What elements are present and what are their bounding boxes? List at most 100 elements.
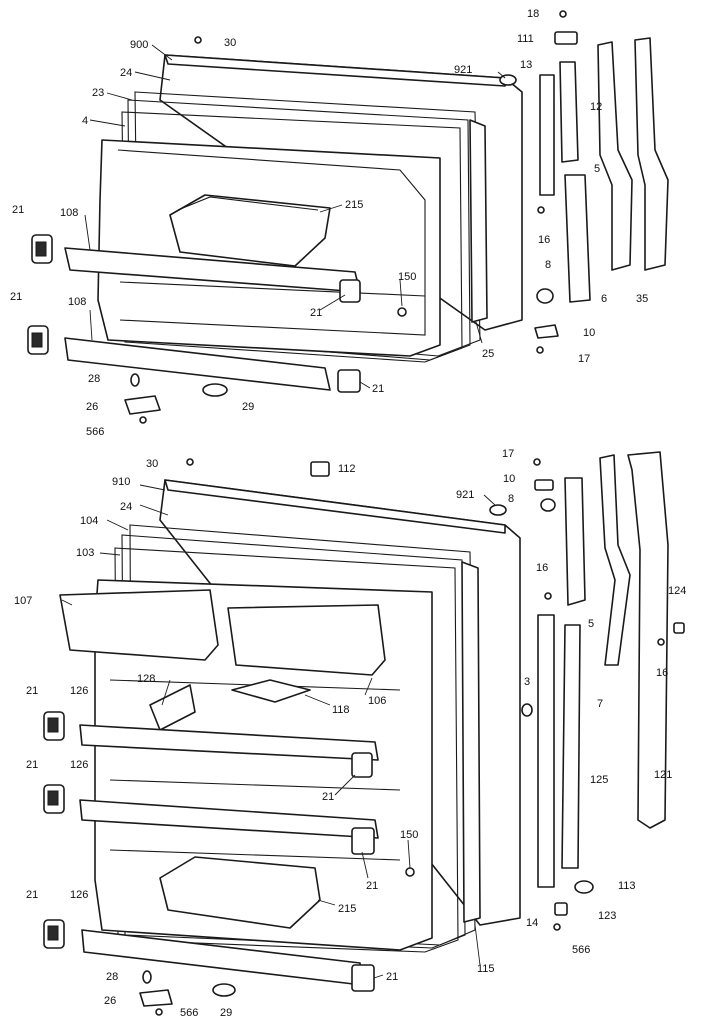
callout-104: 104 [80,515,98,527]
lower-door-top-edge [164,479,506,534]
lower-screw-16a [544,592,552,600]
callout-16b-lower: 16 [656,667,668,679]
upper-handle-bracket-6 [597,41,633,271]
lower-bar-126b [79,799,379,839]
upper-plug-921 [499,74,517,86]
lower-left-cap-b [43,784,65,814]
callout-24: 24 [120,67,132,79]
callout-108b: 108 [68,296,86,308]
upper-cap-8 [536,288,554,304]
callout-115: 115 [477,963,495,975]
callout-5: 5 [594,163,600,175]
callout-126c: 126 [70,889,88,901]
callout-112: 112 [338,463,356,475]
lower-bin-106 [227,604,386,676]
upper-screw-566 [139,416,147,424]
upper-bar-end-cap-b [337,369,361,393]
callout-7: 7 [597,698,603,710]
lower-cap-113 [574,880,594,894]
callout-14: 14 [526,917,538,929]
lower-bin-107 [59,589,219,661]
upper-screw-16 [537,206,545,214]
lower-cap-8 [540,498,556,512]
lower-handle-bracket-7 [599,454,631,666]
lower-bracket-128 [149,684,196,731]
upper-door-bar-108b [64,337,331,391]
lower-container-215 [159,856,321,929]
callout-16a-lower: 16 [536,562,548,574]
callout-125: 125 [590,774,608,786]
callout-35: 35 [636,293,648,305]
callout-124: 124 [668,585,686,597]
callout-121: 121 [654,769,672,781]
callout-21b-lower: 21 [26,759,38,771]
callout-3: 3 [524,676,530,688]
upper-plate-26 [124,395,161,415]
callout-113: 113 [618,880,636,892]
callout-26: 26 [86,401,98,413]
upper-bracket-10 [534,324,559,339]
callout-30-lower: 30 [146,458,158,470]
callout-21a: 21 [12,204,24,216]
callout-10-lower: 10 [503,473,515,485]
callout-16: 16 [538,234,550,246]
lower-tray-118 [231,679,311,703]
lower-screw-17 [533,458,541,466]
upper-handle-5 [564,174,591,303]
callout-921: 921 [454,64,472,76]
callout-118: 118 [332,704,350,716]
callout-29: 29 [242,401,254,413]
lower-left-cap-a [43,711,65,741]
callout-23: 23 [92,87,104,99]
callout-921-lower: 921 [456,489,474,501]
lower-handle-bar-121 [627,451,669,829]
upper-left-cap-b [27,325,49,355]
upper-part-28 [130,373,140,387]
upper-liner-shelf-line [119,281,426,297]
upper-container-215-rim [177,196,319,211]
lower-liner-shelf-line-c [109,849,401,861]
callout-103: 103 [76,547,94,559]
lower-clip-112 [310,461,330,477]
callout-900: 900 [130,39,148,51]
upper-door-side-strip [469,119,488,323]
upper-clip-111 [554,31,578,45]
upper-handle-13 [539,74,555,196]
lower-bracket-10 [534,479,554,491]
upper-screw-30 [194,36,202,44]
upper-handle-12 [559,61,579,163]
upper-screw-150 [397,307,407,317]
lower-door-assembly [43,451,685,1016]
upper-door-assembly [27,10,669,424]
upper-bar-end-cap-a [339,279,361,303]
callout-18: 18 [527,8,539,20]
callout-107: 107 [14,595,32,607]
callout-106: 106 [368,695,386,707]
lower-screw-150 [405,867,415,877]
lower-part-3 [521,703,533,717]
lower-leader-lines [61,484,496,979]
callout-8: 8 [545,259,551,271]
callout-12: 12 [590,101,602,113]
lower-bar-end-cap-c [351,964,375,992]
upper-callouts: 18 111 900 30 921 13 12 24 23 4 5 215 21… [10,8,648,438]
upper-part-29 [202,383,228,397]
lower-screw-566b [155,1008,163,1016]
upper-container-215 [169,194,331,267]
callout-910: 910 [112,476,130,488]
callout-215: 215 [345,199,363,211]
callout-8-lower: 8 [508,493,514,505]
lower-bracket-123 [554,902,568,916]
upper-left-cap-a [31,234,53,264]
lower-bar-end-cap-a [351,752,373,778]
callout-21d: 21 [372,383,384,395]
lower-handle-125 [561,624,581,869]
callout-21c-lower: 21 [322,791,334,803]
callout-21d-lower: 21 [366,880,378,892]
callout-5-lower: 5 [588,618,594,630]
callout-21b: 21 [10,291,22,303]
lower-callouts: 30 112 17 910 10 921 8 24 104 103 16 107… [14,448,686,1019]
lower-bar-end-cap-b [351,827,375,855]
lower-liner-shelf-line-b [109,779,401,791]
